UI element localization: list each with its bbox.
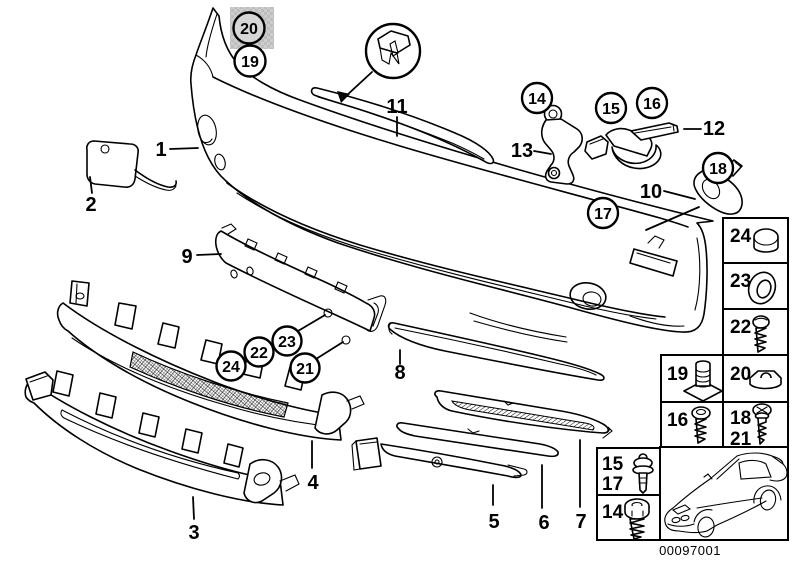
expansion-rivet-icon	[632, 453, 654, 494]
legend-label[interactable]: 14	[602, 502, 624, 523]
legend-label[interactable]: 18	[730, 408, 751, 429]
magnifier-arrow	[345, 71, 373, 97]
callout-circle-16[interactable]: 16	[635, 86, 669, 120]
callout-1[interactable]: 1	[155, 139, 166, 161]
long-screw-icon	[752, 403, 772, 445]
legend-label[interactable]: 23	[730, 271, 751, 292]
callout-label[interactable]: 20	[240, 21, 258, 38]
legend-label[interactable]: 15	[602, 454, 624, 475]
bumper-trim-strip	[310, 87, 495, 165]
callout-circle-23[interactable]: 23	[271, 325, 303, 357]
legend-box-20[interactable]: 20	[722, 354, 789, 403]
cap-plug-icon	[753, 228, 779, 253]
callout-7[interactable]: 7	[575, 511, 586, 533]
mounting-bracket-part-13	[540, 104, 583, 185]
callout-10[interactable]: 10	[640, 181, 662, 203]
legend-panel: 24 23 22 19	[596, 217, 789, 558]
mesh-grille-area	[129, 351, 289, 418]
license-plate-base	[214, 223, 387, 345]
legend-box-22[interactable]: 22	[722, 308, 789, 356]
callout-4[interactable]: 4	[307, 472, 319, 494]
callout-label[interactable]: 16	[643, 96, 661, 113]
callout-11[interactable]: 11	[386, 96, 407, 118]
legend-label[interactable]: 24	[730, 226, 752, 247]
legend-box-14[interactable]: 14	[596, 494, 661, 541]
callout-circle-19[interactable]: 19	[233, 44, 267, 78]
grille-hatch-area	[451, 400, 595, 431]
callout-2[interactable]: 2	[85, 194, 96, 216]
callout-label[interactable]: 19	[241, 54, 259, 71]
callout-circle-24[interactable]: 24	[215, 350, 247, 382]
callout-9[interactable]: 9	[181, 246, 192, 268]
tapping-screw-icon	[752, 315, 770, 353]
circled-callouts: 20 19 14 15 16 18 17 24	[215, 7, 735, 384]
legend-label[interactable]: 21	[730, 429, 752, 450]
grille-part-6	[396, 422, 559, 458]
legend-label[interactable]: 17	[602, 474, 623, 495]
callout-13[interactable]: 13	[511, 140, 533, 162]
callout-label[interactable]: 18	[709, 161, 727, 178]
arrowhead-icon	[337, 91, 350, 103]
legend-box-19[interactable]: 19	[660, 354, 725, 403]
callout-circle-18[interactable]: 18	[701, 151, 735, 185]
legend-label[interactable]: 16	[667, 410, 688, 431]
callout-8[interactable]: 8	[394, 362, 405, 384]
plain-callouts: 1 2 3 4 5 6 7 8 9 10 11 12 13	[85, 96, 725, 544]
callout-3[interactable]: 3	[188, 522, 199, 544]
hex-bolt-icon	[624, 498, 650, 540]
grommet-icon	[747, 271, 777, 305]
callout-6[interactable]: 6	[538, 512, 549, 534]
front-bumper-cover	[189, 7, 714, 343]
legend-box-23[interactable]: 23	[722, 262, 789, 310]
tow-eye-cover	[86, 140, 177, 191]
leader-lines	[89, 116, 702, 520]
callout-label[interactable]: 21	[296, 361, 314, 378]
legend-label[interactable]: 19	[667, 364, 688, 385]
plastic-stud-icon	[683, 360, 723, 402]
legend-box-18-21[interactable]: 18 21	[722, 401, 789, 450]
flange-nut-icon	[749, 370, 782, 390]
callout-circle-21[interactable]: 21	[289, 352, 321, 384]
carrier-part-4	[56, 280, 365, 441]
callout-12[interactable]: 12	[703, 118, 725, 140]
legend-box-car[interactable]	[659, 446, 789, 541]
washer-jet-part-12	[584, 122, 679, 170]
callout-label[interactable]: 14	[528, 91, 546, 108]
callout-circle-22[interactable]: 22	[243, 336, 275, 368]
legend-label[interactable]: 20	[730, 364, 751, 385]
grille-part-7	[434, 390, 613, 439]
pan-head-screw-icon	[691, 406, 711, 444]
clip-detail-magnifier	[337, 22, 422, 103]
legend-box-15-17[interactable]: 15 17	[596, 447, 661, 496]
legend-box-16[interactable]: 16	[660, 401, 725, 448]
callout-label[interactable]: 17	[594, 206, 612, 223]
callout-circle-20[interactable]: 20	[232, 11, 266, 45]
drawing-number: 00097001	[659, 543, 721, 558]
callout-5[interactable]: 5	[488, 511, 499, 533]
callout-label[interactable]: 22	[250, 345, 268, 362]
callout-label[interactable]: 15	[602, 101, 620, 118]
legend-box-24[interactable]: 24	[722, 217, 789, 264]
moulding-part-8	[387, 322, 605, 381]
callout-circle-14[interactable]: 14	[520, 81, 554, 115]
grille-part-5	[351, 437, 528, 479]
callout-label[interactable]: 24	[222, 359, 240, 376]
callout-label[interactable]: 23	[278, 334, 296, 351]
carrier-part-3	[24, 370, 300, 506]
callout-circle-15[interactable]: 15	[594, 91, 628, 125]
legend-label[interactable]: 22	[730, 317, 751, 338]
callout-circle-17[interactable]: 17	[586, 196, 620, 230]
car-thumbnail-icon	[664, 452, 788, 538]
